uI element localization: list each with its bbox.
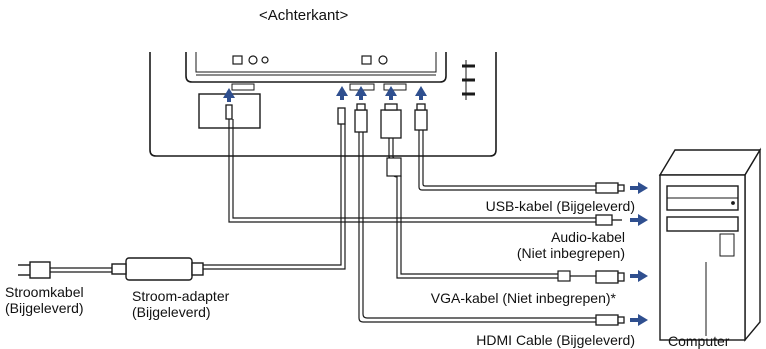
monitor-plugs: [225, 103, 428, 139]
computer-tower: [658, 147, 762, 342]
audio-cable-label: Audio-kabel: [551, 229, 625, 245]
ac-plug: [18, 261, 51, 279]
arrow-up-power: [223, 88, 235, 98]
monitor-back: [149, 52, 497, 157]
adapter-label: Stroom-adapter: [132, 288, 230, 304]
adapter-note: (Bijgeleverd): [132, 304, 211, 320]
audio-cable: [228, 119, 596, 223]
power-cable-note: (Bijgeleverd): [5, 300, 84, 316]
arrow-up-usb: [415, 86, 427, 96]
computer-label: Computer: [668, 333, 730, 349]
diagram-title: <Achterkant>: [259, 7, 349, 24]
pc-plugs: [595, 182, 625, 326]
hdmi-cable: [358, 132, 596, 323]
vga-cable-label: VGA-kabel (Niet inbegrepen)*: [430, 290, 616, 306]
usb-cable: [418, 130, 596, 191]
power-adapter: [111, 257, 204, 281]
dc-cable: [203, 124, 342, 266]
arrow-up-hdmi: [355, 86, 367, 96]
port-arrows: [223, 86, 427, 102]
power-cable-label: Stroomkabel: [5, 284, 84, 300]
arrow-up-vga: [385, 86, 397, 96]
hdmi-cable-label: HDMI Cable (Bijgeleverd): [476, 332, 635, 348]
cables: [50, 119, 596, 323]
pc-arrows: [630, 182, 648, 326]
usb-cable-label: USB-kabel (Bijgeleverd): [485, 198, 635, 214]
arrow-up-audio: [336, 86, 348, 96]
audio-cable-note: (Niet inbegrepen): [516, 245, 625, 261]
